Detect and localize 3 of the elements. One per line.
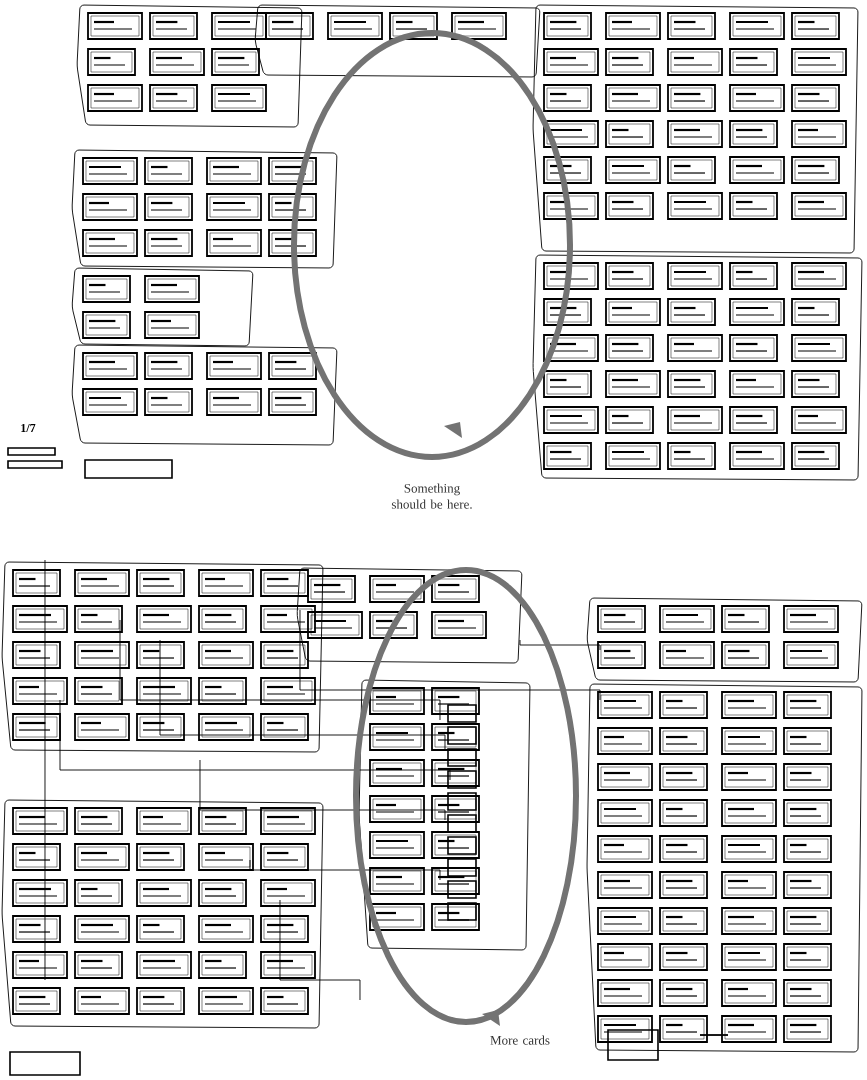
callout-text: More cards xyxy=(490,1035,550,1045)
callout-text: Something should be here. xyxy=(391,483,472,509)
page-number: 1/7 xyxy=(21,424,36,432)
